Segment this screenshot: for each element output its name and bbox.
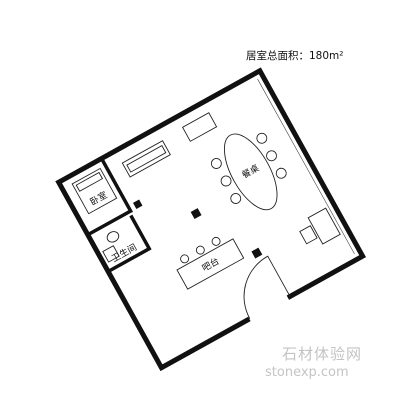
toilet [106,231,120,243]
entry-door [243,255,291,319]
window-strip [257,78,355,255]
bar-stool [195,245,205,255]
dining-chair [266,150,277,162]
area-text: 居室总面积：18 [246,50,323,62]
area-caption: 居室总面积：180m² [246,48,344,63]
column [132,199,143,209]
bar-stool [180,254,190,264]
bed [71,167,118,215]
watermark-brand: 石材体验网 [282,345,363,363]
dining-chair [256,132,268,144]
sofa-seat [126,145,167,173]
bar-counter [176,238,245,290]
desk [307,207,341,245]
dining-chair [210,158,222,169]
column [251,247,263,259]
bed-pillow [75,171,104,192]
dining-chair [230,193,242,204]
plan-body: 卧室 卫生间 餐桌 吧台 [55,67,367,372]
wash-basin [102,245,120,263]
bathroom-wall [107,214,152,274]
dining-table [223,133,278,211]
desk-chair [299,225,318,245]
outer-wall [55,67,367,372]
dining-chair [275,167,287,179]
watermark-url: stonexp.com [265,365,349,380]
coffee-table [181,112,218,142]
bedroom-wall [86,157,134,237]
bar-stool [211,236,221,246]
dining-chair [220,175,232,187]
area-unit: 0m² [322,50,344,62]
column [190,208,202,220]
